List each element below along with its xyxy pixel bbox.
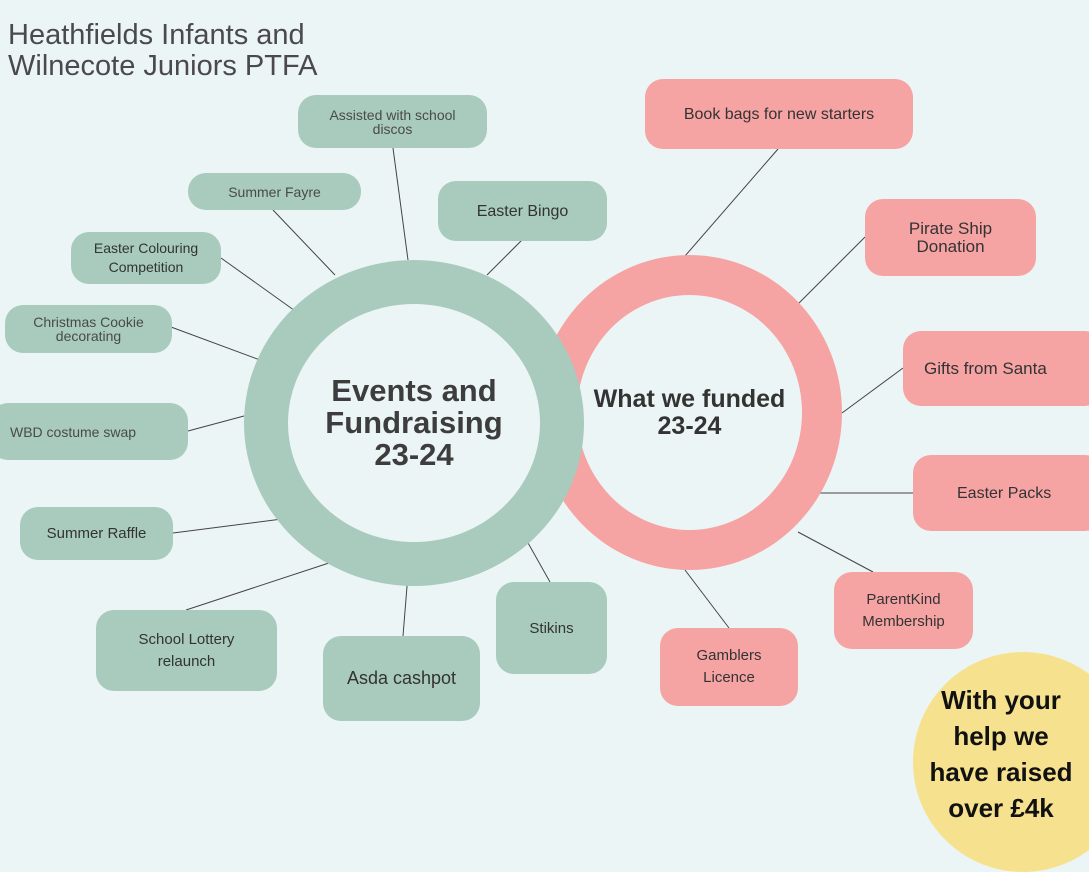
- connector-lines: [170, 147, 913, 637]
- event-node-school-lottery: School Lottery relaunch: [96, 610, 277, 691]
- event-node-easter-bingo: Easter Bingo: [438, 181, 607, 241]
- page-title: Heathfields Infants and Wilnecote Junior…: [8, 20, 317, 82]
- connector-easter-bingo: [486, 239, 523, 276]
- title-line-2: Wilnecote Juniors PTFA: [8, 50, 318, 82]
- event-node-summer-raffle: Summer Raffle: [20, 507, 173, 560]
- connector-pirate-ship: [797, 236, 866, 305]
- connector-santa: [841, 367, 904, 414]
- connector-cookie: [170, 326, 261, 361]
- event-node-school-discos: Assisted with school discos: [298, 95, 487, 148]
- events-center-label: Events and Fundraising 23-24: [325, 373, 503, 472]
- connector-easter-colouring: [220, 257, 299, 314]
- connector-raffle: [172, 518, 283, 534]
- connector-summer-fayre: [272, 209, 336, 276]
- connector-lottery: [185, 560, 336, 611]
- badge-text: With your help we have raised over £4k: [929, 685, 1073, 823]
- connector-parentkind: [797, 531, 874, 573]
- connector-discos: [392, 147, 409, 261]
- funded-node-easter-packs: Easter Packs: [913, 455, 1089, 531]
- funded-node-pirate-ship: Pirate Ship Donation: [865, 199, 1036, 276]
- event-node-summer-fayre: Summer Fayre: [188, 173, 361, 210]
- funded-center-label: What we funded 23-24: [593, 384, 786, 440]
- event-node-cookie-decorating: Christmas Cookie decorating: [5, 305, 172, 353]
- event-node-easter-colouring: Easter Colouring Competition: [71, 232, 221, 284]
- funded-node-book-bags: Book bags for new starters: [645, 79, 913, 149]
- event-node-asda-cashpot: Asda cashpot: [323, 636, 480, 721]
- connector-wbd: [187, 415, 245, 432]
- funded-node-parentkind: ParentKind Membership: [834, 572, 973, 649]
- connector-gamblers: [684, 569, 730, 629]
- funded-node-gifts-santa: Gifts from Santa: [903, 331, 1089, 406]
- title-line-1: Heathfields Infants and: [8, 19, 305, 51]
- connector-book-bags: [684, 148, 779, 257]
- funded-node-gamblers-licence: Gamblers Licence: [660, 628, 798, 706]
- fundraising-total-badge: With your help we have raised over £4k: [913, 652, 1089, 872]
- events-ring: Events and Fundraising 23-24: [244, 260, 584, 586]
- event-node-wbd-costume-swap: WBD costume swap: [0, 403, 188, 460]
- event-node-stikins: Stikins: [496, 582, 607, 674]
